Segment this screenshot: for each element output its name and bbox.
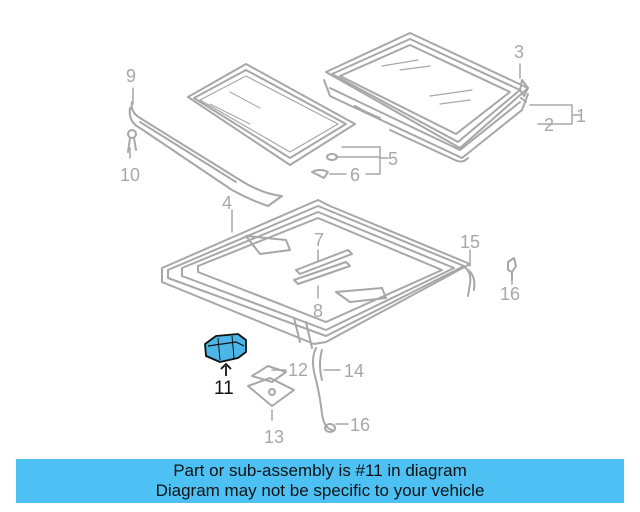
callout-4: 4 (222, 193, 232, 213)
part-drain-hose-14 (312, 347, 336, 433)
callout-11: 11 (214, 378, 234, 399)
callout-15: 15 (460, 232, 480, 252)
part-pin (127, 129, 137, 153)
callout-9: 9 (126, 66, 136, 86)
banner-line-1: Part or sub-assembly is #11 in diagram (173, 461, 467, 480)
callout-7: 7 (314, 230, 324, 250)
callout-2: 2 (544, 115, 554, 135)
callout-16-upper: 16 (500, 284, 520, 304)
part-plate-13 (247, 377, 295, 407)
callout-13: 13 (264, 427, 284, 447)
callout-1: 1 (576, 106, 586, 126)
callout-16-lower: 16 (350, 415, 370, 435)
leader-lines (129, 63, 581, 425)
part-rail-strip-7 (295, 249, 353, 275)
part-glass-panel (323, 32, 529, 159)
part-handle-6 (311, 169, 329, 179)
part-housing-frame (161, 199, 471, 349)
part-clip-16a (507, 257, 517, 281)
callout-12: 12 (288, 360, 308, 380)
part-weatherstrip (354, 105, 469, 163)
callout-5: 5 (388, 149, 398, 169)
part-rail-strip-8 (293, 261, 351, 285)
part-sunshade (187, 63, 356, 166)
part-bracket-12 (251, 365, 287, 383)
callout-3: 3 (514, 42, 524, 62)
part-11-highlight[interactable] (204, 333, 247, 376)
part-clip (519, 79, 529, 103)
callout-8: 8 (313, 301, 323, 321)
part-drain-hose-15 (461, 265, 476, 297)
part-guide-rail (128, 101, 283, 207)
callout-14: 14 (344, 361, 364, 381)
info-banner: Part or sub-assembly is #11 in diagram D… (16, 459, 624, 503)
banner-line-2: Diagram may not be specific to your vehi… (155, 481, 485, 500)
callout-6: 6 (350, 165, 360, 185)
callout-10: 10 (120, 165, 140, 185)
